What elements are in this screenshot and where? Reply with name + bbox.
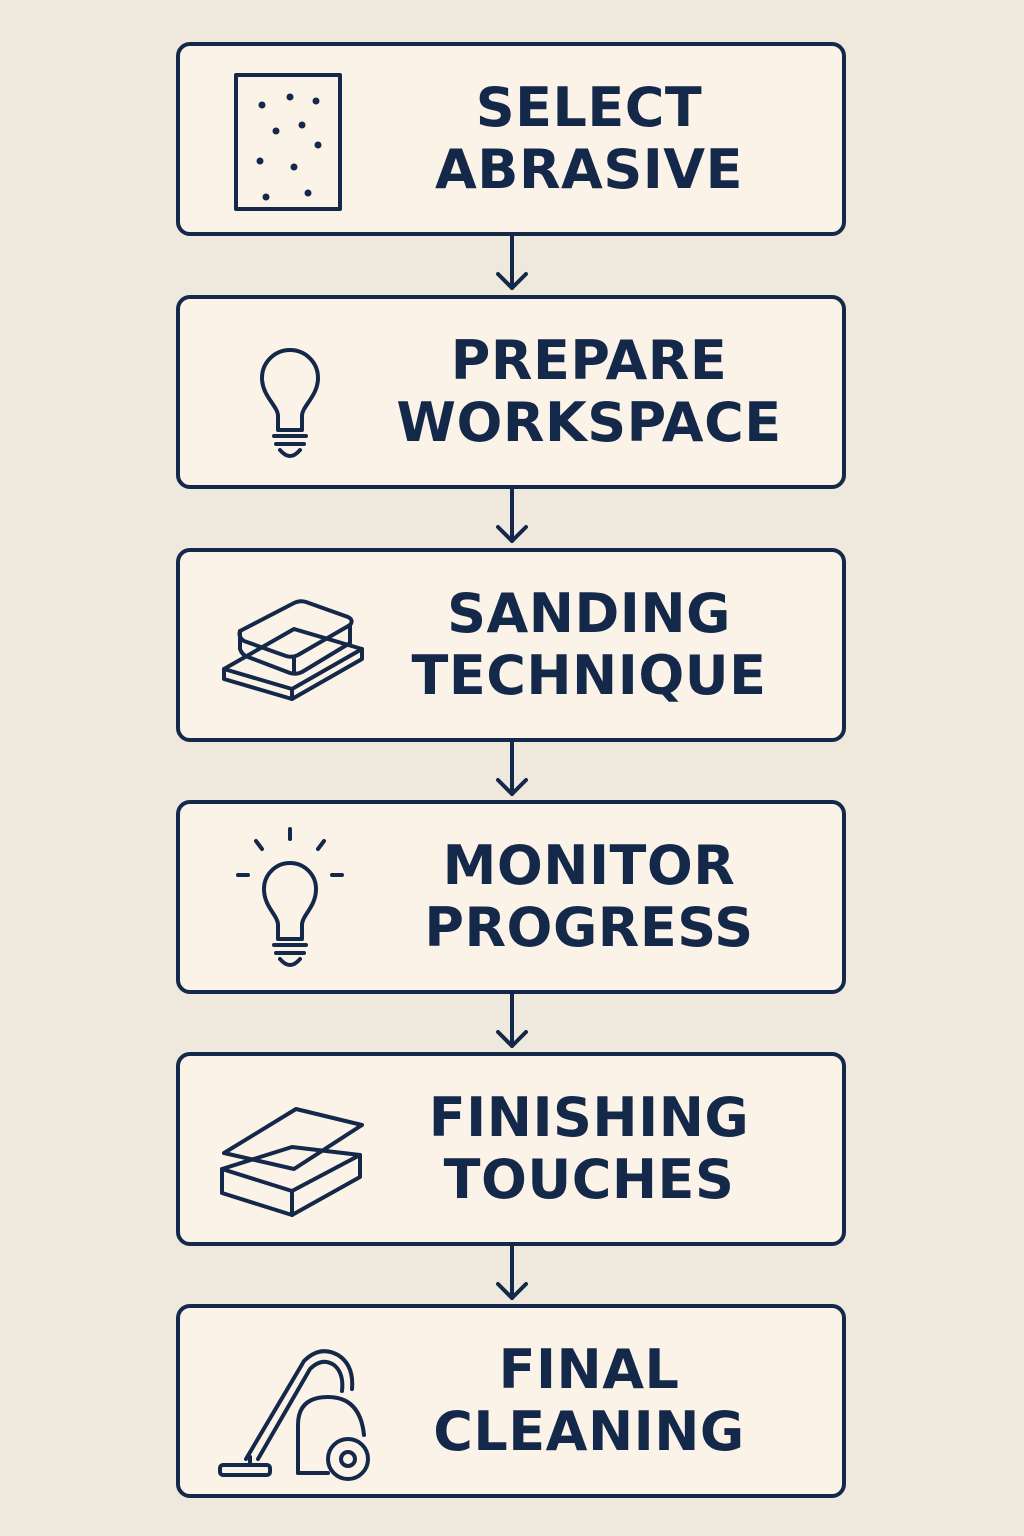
step-finishing-touches: FINISHING TOUCHES	[176, 1052, 846, 1246]
step-label-line-1: FINISHING	[428, 1086, 750, 1149]
step-monitor-progress: MONITOR PROGRESS	[176, 800, 846, 994]
step-label-line-1: SANDING	[447, 582, 731, 645]
step-final-cleaning: FINAL CLEANING	[176, 1304, 846, 1498]
sandpaper-icon	[210, 63, 370, 223]
step-label-line-1: SELECT	[475, 76, 703, 139]
vacuum-cleaner-icon	[210, 1325, 370, 1485]
step-label: FINAL CLEANING	[376, 1308, 802, 1494]
step-label-line-1: FINAL	[498, 1338, 680, 1401]
step-select-abrasive: SELECT ABRASIVE	[176, 42, 846, 236]
step-label-line-2: CLEANING	[433, 1400, 745, 1463]
step-label: PREPARE WORKSPACE	[376, 299, 802, 485]
step-label-line-2: TECHNIQUE	[411, 644, 767, 707]
sanding-block-icon	[210, 569, 370, 729]
step-label: SANDING TECHNIQUE	[376, 552, 802, 738]
step-label-line-2: PROGRESS	[424, 896, 754, 959]
step-label: SELECT ABRASIVE	[376, 46, 802, 232]
step-label-line-1: MONITOR	[442, 834, 736, 897]
glowing-lightbulb-icon	[210, 821, 370, 981]
step-label-line-2: TOUCHES	[443, 1148, 735, 1211]
step-label: MONITOR PROGRESS	[376, 804, 802, 990]
flow-arrow	[492, 489, 532, 549]
flow-arrow	[492, 1246, 532, 1306]
flow-arrow	[492, 994, 532, 1054]
step-label-line-1: PREPARE	[450, 329, 728, 392]
step-prepare-workspace: PREPARE WORKSPACE	[176, 295, 846, 489]
flow-arrow	[492, 236, 532, 296]
lightbulb-icon	[210, 316, 370, 476]
step-sanding-technique: SANDING TECHNIQUE	[176, 548, 846, 742]
step-label: FINISHING TOUCHES	[376, 1056, 802, 1242]
step-label-line-2: WORKSPACE	[396, 391, 782, 454]
step-label-line-2: ABRASIVE	[435, 138, 743, 201]
flow-arrow	[492, 742, 532, 802]
sanding-sheets-icon	[210, 1073, 370, 1233]
